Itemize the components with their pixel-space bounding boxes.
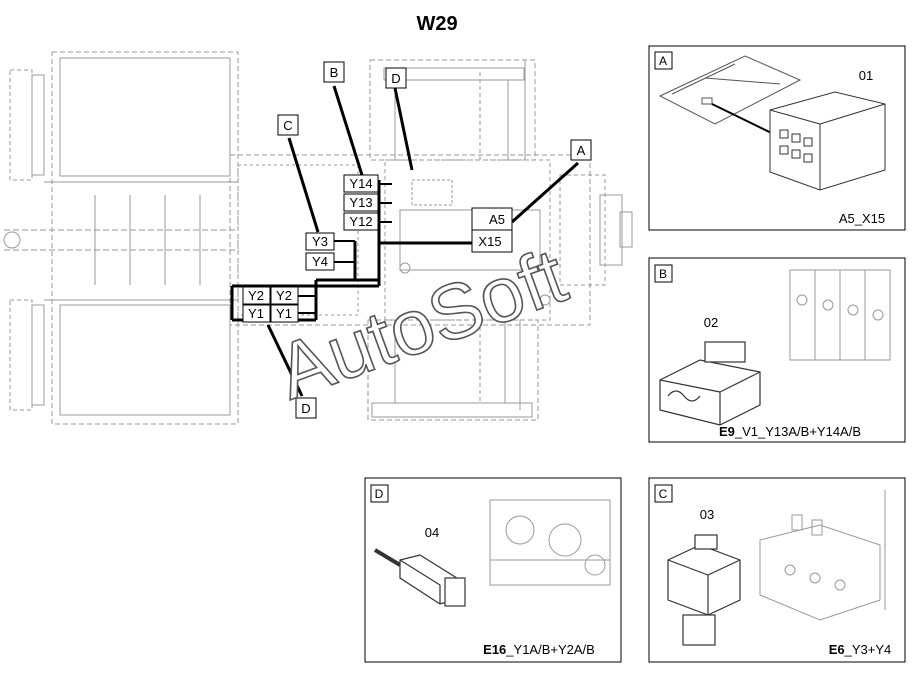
panel-A: A 01 A5_X15 <box>648 45 906 231</box>
panel-C: C 03 E6_Y3+Y4 <box>648 477 906 663</box>
connector-02-illustration <box>659 341 761 426</box>
panel-B-letter: B <box>659 267 667 281</box>
panel-B: B 02 E9_V1_Y13A/B+Y14A/B <box>648 257 906 443</box>
connector-03-illustration <box>667 534 741 646</box>
label-Y4: Y4 <box>312 254 328 269</box>
connector-01-illustration <box>769 91 886 191</box>
label-Y1-left: Y1 <box>248 306 264 321</box>
machine-outline <box>3 51 633 425</box>
label-Y14: Y14 <box>349 176 372 191</box>
connector-labels: Y14 Y13 Y12 Y3 Y4 Y2 Y2 Y1 Y1 A5 X15 <box>242 174 513 323</box>
circuit-board-illustration <box>658 55 802 125</box>
pump-illustration <box>489 499 611 586</box>
panel-D-letter: D <box>375 487 384 501</box>
solenoid-valve-illustration <box>759 490 886 621</box>
label-D-top: D <box>391 71 400 86</box>
label-B: B <box>330 65 339 80</box>
label-Y13: Y13 <box>349 195 372 210</box>
panel-B-caption-text: _V1_Y13A/B+Y14A/B <box>734 424 861 439</box>
panel-B-code: E9 <box>719 424 735 439</box>
panel-C-caption-text: _Y3+Y4 <box>844 642 892 657</box>
panel-B-caption: E9_V1_Y13A/B+Y14A/B <box>719 424 861 439</box>
part-number-04: 04 <box>425 525 439 540</box>
valve-block-illustration <box>789 269 891 361</box>
label-X15: X15 <box>478 234 501 249</box>
part-number-02: 02 <box>704 315 718 330</box>
panel-D-caption: E16_Y1A/B+Y2A/B <box>483 642 595 657</box>
connector-04-illustration <box>373 548 466 607</box>
panel-A-caption: A5_X15 <box>839 211 885 226</box>
label-Y3: Y3 <box>312 234 328 249</box>
panel-D-code: E16 <box>483 642 506 657</box>
label-D-bottom: D <box>301 401 310 416</box>
panel-C-code: E6 <box>829 642 845 657</box>
label-Y2-right: Y2 <box>276 288 292 303</box>
panel-D: D 04 E16_Y1A/B+Y2A/B <box>364 477 622 663</box>
panel-A-letter: A <box>659 54 667 68</box>
part-number-03: 03 <box>700 507 714 522</box>
label-A5: A5 <box>489 212 505 227</box>
part-number-01: 01 <box>859 68 873 83</box>
panel-D-caption-text: _Y1A/B+Y2A/B <box>505 642 595 657</box>
label-Y2-left: Y2 <box>248 288 264 303</box>
panel-C-caption: E6_Y3+Y4 <box>829 642 892 657</box>
label-Y1-right: Y1 <box>276 306 292 321</box>
label-Y12: Y12 <box>349 214 372 229</box>
leader-lines <box>266 85 579 397</box>
main-letter-labels: B D C A D <box>277 61 592 419</box>
label-C: C <box>283 118 292 133</box>
diagram-title: W29 <box>416 13 457 35</box>
label-A: A <box>577 143 586 158</box>
panel-C-letter: C <box>659 487 668 501</box>
